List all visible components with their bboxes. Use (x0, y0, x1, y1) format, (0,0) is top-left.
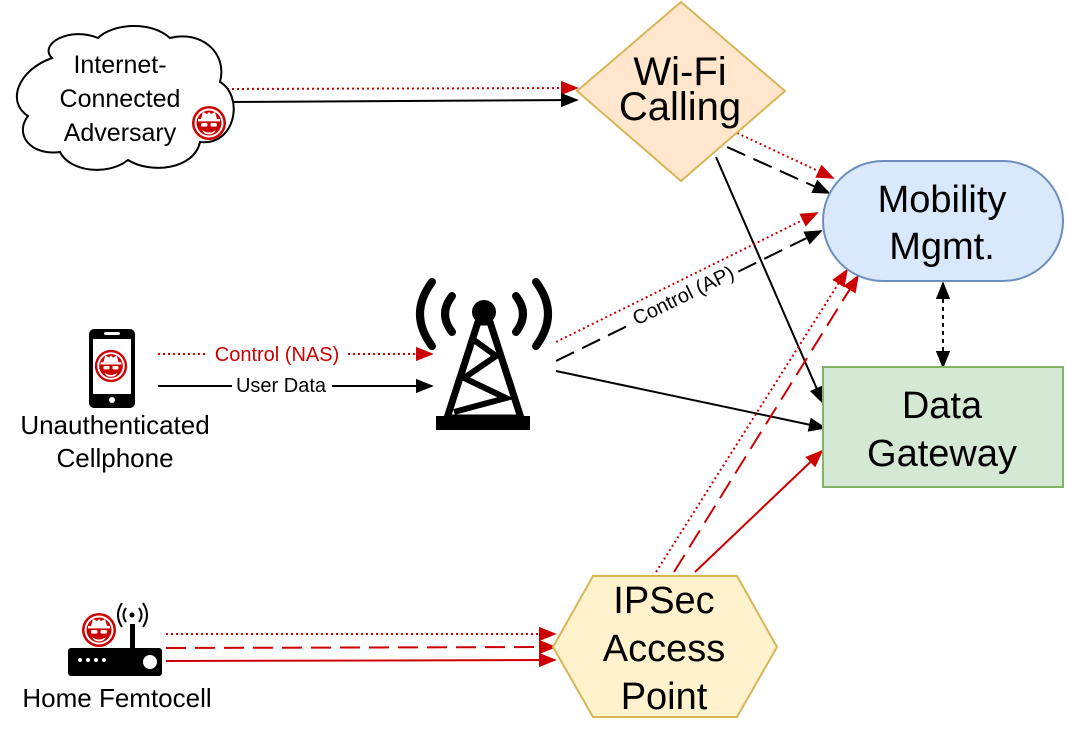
femtocell-label: Home Femtocell (22, 683, 211, 713)
cellphone-node: Unauthenticated Cellphone (20, 329, 210, 473)
mobility-node: Mobility Mgmt. (822, 160, 1064, 282)
edge-ipsec-mobility-control (673, 274, 859, 573)
spy-icon (192, 106, 226, 140)
edge-ipsec-gateway (694, 449, 824, 573)
wifi-calling-node: Wi-Fi Calling (575, 0, 787, 183)
wifi-label-line1: Wi-Fi (633, 50, 726, 94)
cellphone-label-line2: Cellphone (56, 443, 173, 473)
spy-icon (94, 349, 128, 383)
cellphone-label-line1: Unauthenticated (20, 410, 209, 440)
edges (158, 80, 951, 668)
cloud-shape (16, 25, 235, 171)
edge-tower-gateway (555, 370, 827, 432)
label-control-ap: Control (AP) (629, 262, 738, 330)
edge-wifi-mobility-control (726, 146, 831, 194)
router-icon (68, 602, 162, 676)
adversary-label-line3: Adversary (64, 119, 177, 147)
edge-femto-ipsec-control (165, 639, 557, 655)
ipsec-node: IPSec Access Point (551, 575, 779, 718)
gateway-node: Data Gateway (822, 366, 1064, 488)
ipsec-label-line2: Access (603, 628, 725, 670)
wifi-label-line2: Calling (619, 85, 741, 129)
mobility-label-line1: Mobility (878, 179, 1007, 221)
wifi-diamond-shape (575, 0, 787, 183)
gateway-shape (822, 366, 1064, 488)
edge-femto-ipsec-data (165, 652, 557, 668)
femtocell-node: Home Femtocell (22, 602, 212, 713)
edge-ipsec-mobility-attack (655, 268, 848, 573)
label-user-data: User Data (236, 375, 327, 397)
edge-tower-mobility-attack (555, 212, 819, 343)
ipsec-label-line1: IPSec (613, 580, 714, 622)
mobility-shape (822, 160, 1064, 282)
gateway-label-line1: Data (902, 385, 983, 427)
edge-wifi-mobility-attack (736, 132, 835, 179)
mobility-label-line2: Mgmt. (889, 226, 995, 268)
ipsec-hexagon-shape (551, 575, 779, 718)
gateway-label-line2: Gateway (867, 433, 1017, 475)
ipsec-label-line3: Point (621, 676, 708, 718)
adversary-label-line2: Connected (60, 85, 181, 113)
edge-adversary-wifi-attack (221, 80, 579, 96)
cell-tower-icon (416, 278, 552, 430)
spy-icon (82, 613, 116, 647)
adversary-label-line1: Internet- (73, 51, 166, 79)
adversary-node: Internet- Connected Adversary (16, 25, 235, 171)
label-control-nas: Control (NAS) (215, 344, 339, 366)
edge-adversary-wifi (221, 92, 579, 108)
